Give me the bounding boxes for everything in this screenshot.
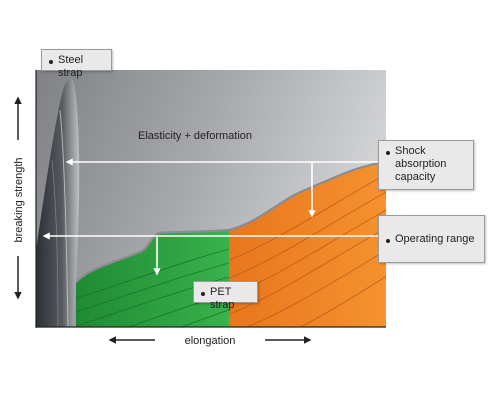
pet-orange-region xyxy=(229,162,386,327)
bullet-icon xyxy=(201,292,205,296)
pet-strap-label: PET strap xyxy=(193,281,258,311)
y-axis-label: breaking strength xyxy=(13,158,25,243)
pet-curve-outline xyxy=(75,160,387,283)
shock-absorption-label: Shock absorption capacity xyxy=(378,140,474,190)
bullet-icon xyxy=(49,60,53,64)
orange-texture-lines xyxy=(229,171,386,327)
steel-strap-highlight xyxy=(59,109,69,328)
x-axis-label: elongation xyxy=(185,335,236,347)
steel-strap-curve xyxy=(36,78,80,327)
bullet-icon xyxy=(386,239,390,243)
bullet-icon xyxy=(386,151,390,155)
steel-strap-label: Steel strap xyxy=(41,49,112,79)
operating-range-label: Operating range xyxy=(378,215,485,263)
pet-green-region xyxy=(76,230,229,327)
elasticity-label: Elasticity + deformation xyxy=(138,130,252,142)
